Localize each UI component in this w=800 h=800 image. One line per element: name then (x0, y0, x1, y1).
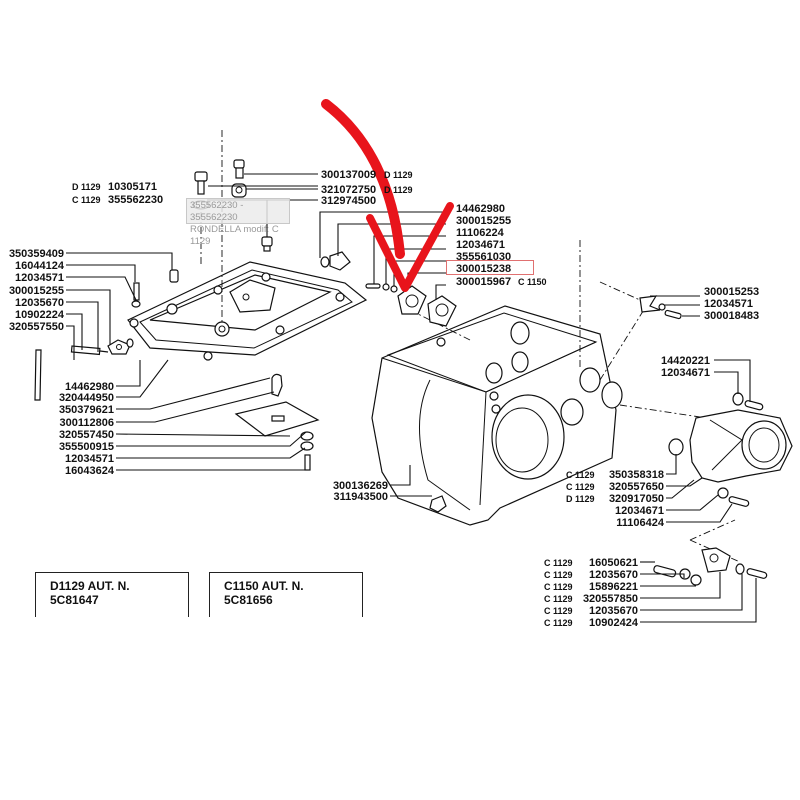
part-label[interactable]: 12034671 (661, 367, 710, 379)
center-labels: 14462980 300015255 11106224 12034671 355… (456, 203, 547, 288)
note-d1129-text: D1129 AUT. N. 5C81647 (50, 579, 130, 607)
part-label[interactable]: 320557550 (9, 321, 64, 333)
part-311943500[interactable]: 311943500 (334, 491, 388, 503)
left-lower-labels: 14462980 320444950 350379621 300112806 3… (59, 381, 115, 477)
part-label[interactable]: 16044124 (15, 260, 65, 272)
part-355562230[interactable]: 355562230 (108, 194, 163, 206)
part-label[interactable]: 350379621 (59, 404, 114, 416)
prefix: C 1129 (544, 594, 573, 604)
part-300137009[interactable]: 300137009 (321, 169, 376, 181)
part-label[interactable]: 10902224 (15, 309, 65, 321)
part-321072750[interactable]: 321072750 (321, 184, 376, 196)
part-label[interactable]: 10902424 (589, 617, 639, 629)
prefix-d1129: D 1129 (72, 182, 101, 192)
top-cover (127, 130, 368, 361)
right-bracket (599, 281, 700, 320)
part-label[interactable]: 320557450 (59, 429, 114, 441)
part-label[interactable]: 14462980 (456, 203, 505, 215)
suffix-d1129-nut: D 1129 (384, 185, 413, 195)
part-label[interactable]: 300112806 (60, 417, 114, 429)
suffix-d1129-plug: D 1129 (384, 170, 413, 180)
part-label[interactable]: 320917050 (609, 493, 664, 505)
bottom-right-labels: C 1129 16050621 C 1129 12035670 C 1129 1… (544, 557, 639, 629)
part-label[interactable]: 16050621 (589, 557, 638, 569)
part-label[interactable]: 16043624 (65, 465, 115, 477)
prefix: C 1129 (544, 570, 573, 580)
part-label[interactable]: 300015255 (9, 285, 64, 297)
lower-left-parts (115, 359, 320, 471)
gaskets (319, 211, 457, 327)
part-label[interactable]: 11106224 (456, 227, 505, 239)
note-d1129: D1129 AUT. N. 5C81647 (35, 572, 189, 617)
red-annotation-arrow (321, 99, 454, 292)
prefix: C 1129 (566, 482, 595, 492)
part-label[interactable]: 350359409 (9, 248, 64, 260)
breather-icon (261, 236, 273, 252)
part-label[interactable]: 320557850 (583, 593, 638, 605)
bolt-icon (194, 171, 208, 195)
part-label[interactable]: 12034571 (15, 272, 64, 284)
plug-icon (233, 159, 245, 179)
part-label[interactable]: 15896221 (589, 581, 638, 593)
housing-drain (390, 465, 447, 513)
note-c1150: C1150 AUT. N. 5C81656 (209, 572, 363, 617)
part-300136269[interactable]: 300136269 (333, 480, 388, 492)
part-label[interactable]: 12035670 (589, 569, 638, 581)
part-label[interactable]: 12034671 (615, 505, 664, 517)
part-10305171[interactable]: 10305171 (108, 181, 157, 193)
prefix: D 1129 (566, 494, 595, 504)
tooltip-line-1: 355562230 - 355562230 (190, 200, 244, 223)
nut-icon (231, 183, 247, 198)
prefix: C 1129 (566, 470, 595, 480)
part-312974500[interactable]: 312974500 (321, 195, 376, 207)
suffix-c1150: C 1150 (518, 277, 547, 287)
part-label[interactable]: 300015967 (456, 276, 511, 288)
part-label[interactable]: 300015253 (704, 286, 759, 298)
part-label[interactable]: 14462980 (65, 381, 114, 393)
part-label[interactable]: 300015255 (456, 215, 511, 227)
part-label[interactable]: 12034571 (65, 453, 114, 465)
part-label[interactable]: 350358318 (609, 469, 664, 481)
tooltip-line-2: RONDELLA modif: C 1129 (190, 224, 279, 247)
prefix: C 1129 (544, 606, 573, 616)
part-label[interactable]: 11106424 (616, 517, 665, 529)
part-label[interactable]: 320557650 (609, 481, 664, 493)
part-label[interactable]: 12034571 (704, 298, 753, 310)
part-label-highlighted[interactable]: 300015238 (456, 263, 511, 275)
part-label[interactable]: 12035670 (15, 297, 64, 309)
part-label[interactable]: 12035670 (589, 605, 638, 617)
part-label[interactable]: 12034671 (456, 239, 505, 251)
left-cover-fasteners (34, 252, 179, 401)
part-label[interactable]: 355500915 (59, 441, 114, 453)
part-label[interactable]: 300018483 (704, 310, 759, 322)
bottom-right-parts (640, 547, 768, 623)
right-upper-labels: 300015253 12034571 300018483 14420221 12… (661, 286, 759, 379)
part-label[interactable]: 320444950 (59, 392, 114, 404)
prefix-c1129: C 1129 (72, 195, 101, 205)
part-label[interactable]: 14420221 (661, 355, 710, 367)
left-upper-labels: 350359409 16044124 12034571 300015255 12… (9, 248, 65, 333)
highlight-box (446, 260, 534, 275)
part-tooltip: 355562230 - 355562230 RONDELLA modif: C … (186, 198, 290, 247)
gearbox-housing (371, 240, 721, 526)
prefix: C 1129 (544, 582, 573, 592)
note-c1150-text: C1150 AUT. N. 5C81656 (224, 579, 304, 607)
rear-extension-housing (666, 359, 793, 563)
prefix: C 1129 (544, 558, 573, 568)
right-lower-labels: C 1129 350358318 C 1129 320557650 D 1129… (566, 469, 665, 529)
prefix: C 1129 (544, 618, 573, 628)
